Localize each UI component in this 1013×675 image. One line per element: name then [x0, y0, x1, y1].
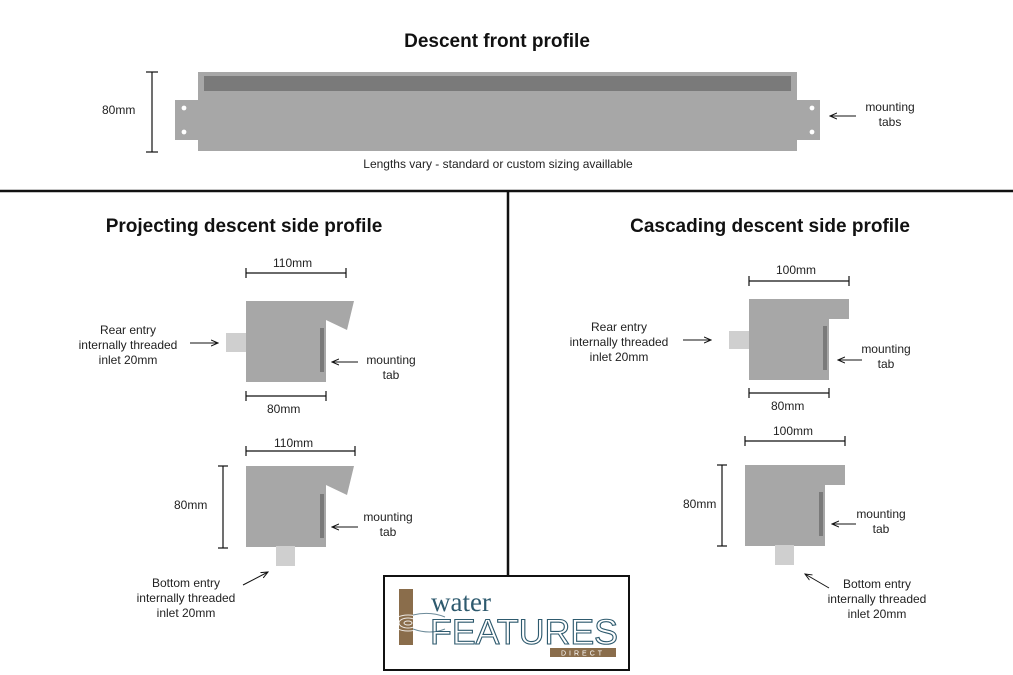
- projecting-rear-dimensions: [245, 268, 347, 401]
- cascading-rear-tab-label: mounting tab: [861, 342, 911, 371]
- projecting-bottom-width-top: 110mm: [274, 436, 314, 450]
- cascading-bottom-height-label: 80mm: [683, 497, 717, 511]
- left-mounting-tab: [175, 100, 199, 140]
- projecting-title: Projecting descent side profile: [105, 216, 383, 237]
- front-profile-drawing: [175, 72, 820, 151]
- mounting-tab-strip: [819, 492, 823, 536]
- projecting-bottom-inlet-label: Bottom entry internally threaded inlet 2…: [136, 576, 236, 620]
- front-height-dimension: [146, 71, 158, 153]
- brand-logo: water FEATURES DIRECT: [383, 575, 630, 671]
- cascading-bottom-dimensions: [717, 436, 846, 547]
- logo-word-features: FEATURES: [430, 613, 618, 652]
- rear-inlet: [729, 331, 749, 349]
- right-mounting-tab: [796, 100, 820, 140]
- projecting-bottom-drawing: [246, 466, 354, 566]
- projecting-rear-drawing: [226, 301, 354, 382]
- front-length-note: Lengths vary - standard or custom sizing…: [363, 157, 633, 171]
- cascading-rear-width-bottom: 80mm: [771, 399, 805, 413]
- projecting-bottom-height-label: 80mm: [174, 498, 208, 512]
- mounting-tab-strip: [320, 494, 324, 538]
- bottom-inlet-arrow: [242, 572, 268, 586]
- projecting-rear-inlet-label: Rear entry internally threaded inlet 20m…: [78, 323, 178, 367]
- cascading-bottom-drawing: [745, 465, 845, 565]
- front-profile-title: Descent front profile: [404, 31, 590, 52]
- cascading-rear-inlet-label: Rear entry internally threaded inlet 20m…: [569, 320, 669, 364]
- logo-word-water: water: [431, 587, 491, 617]
- cascading-rear-drawing: [729, 299, 849, 380]
- projecting-rear-width-bottom: 80mm: [267, 402, 301, 416]
- cascading-bottom-width-top: 100mm: [773, 424, 814, 438]
- bottom-inlet: [276, 546, 295, 566]
- bottom-inlet: [775, 545, 794, 565]
- brand-logo-mark: water FEATURES DIRECT: [392, 587, 619, 658]
- projecting-rear-tab-label: mounting tab: [366, 353, 416, 382]
- cascading-bottom-inlet-label: Bottom entry internally threaded inlet 2…: [827, 577, 927, 621]
- cascading-title: Cascading descent side profile: [630, 216, 910, 237]
- cascading-body: [749, 299, 849, 380]
- rear-inlet: [226, 333, 247, 352]
- cascading-body: [745, 465, 845, 546]
- projecting-body: [246, 301, 354, 382]
- logo-word-direct: DIRECT: [561, 651, 605, 658]
- front-channel: [204, 76, 791, 91]
- projecting-bottom-tab-label: mounting tab: [363, 510, 413, 539]
- bottom-inlet-arrow: [805, 574, 830, 589]
- projecting-rear-width-top: 110mm: [273, 256, 313, 270]
- mounting-tab-strip: [823, 326, 827, 370]
- projecting-body: [246, 466, 354, 547]
- mounting-tab-strip: [320, 328, 324, 372]
- cascading-rear-dimensions: [748, 276, 850, 398]
- front-height-label: 80mm: [102, 103, 136, 117]
- cascading-bottom-tab-label: mounting tab: [856, 507, 906, 536]
- projecting-bottom-dimensions: [218, 446, 356, 549]
- front-tabs-label: mounting tabs: [865, 100, 915, 129]
- cascading-rear-width-top: 100mm: [776, 263, 817, 277]
